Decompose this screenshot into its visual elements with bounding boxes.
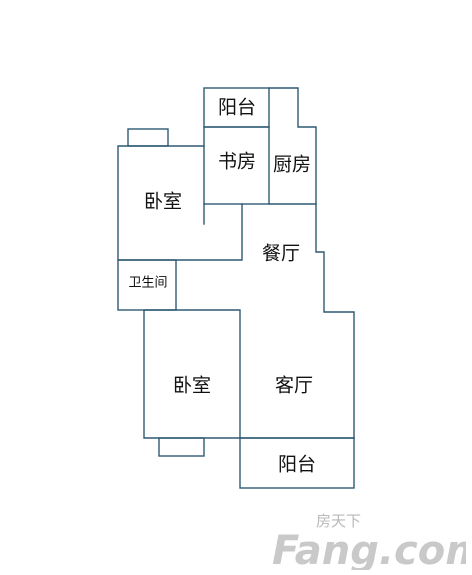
room-label-study: 书房 (218, 151, 256, 173)
bedroom-lower-window-bay (158, 437, 205, 457)
watermark-logo: 房天下 Fang.com (272, 512, 466, 570)
room-label-bedroom-upper: 卧室 (144, 191, 182, 213)
watermark-en: Fang.com (272, 528, 466, 570)
room-label-balcony-top: 阳台 (218, 97, 256, 119)
room-label-bathroom: 卫生间 (128, 276, 167, 291)
study-outline (203, 126, 270, 205)
room-label-living: 客厅 (275, 375, 313, 397)
watermark-cn: 房天下 (316, 512, 361, 530)
balcony-bottom-outline (239, 437, 355, 489)
kitchen-outline (268, 87, 317, 205)
dining-right-wall (315, 203, 355, 439)
room-label-balcony-bottom: 阳台 (278, 454, 316, 476)
room-label-bedroom-lower: 卧室 (173, 375, 211, 397)
room-label-kitchen: 厨房 (273, 154, 311, 176)
room-label-dining: 餐厅 (262, 243, 300, 265)
bedroom-upper-window-bay (127, 128, 169, 147)
